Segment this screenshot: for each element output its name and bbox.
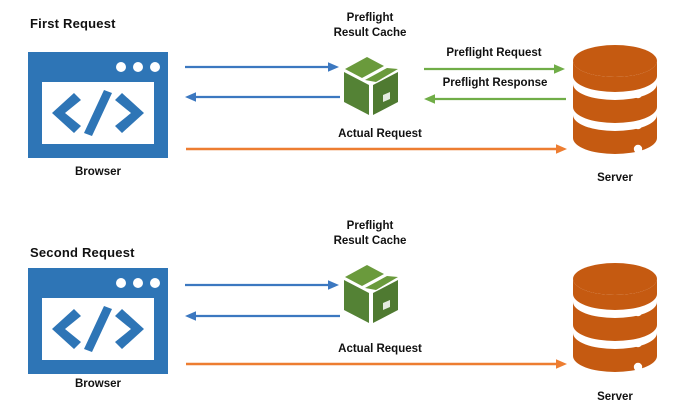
arrow-label-preflight-response: Preflight Response [442,77,548,89]
section-heading-second-request: Second Request [30,245,135,260]
arrow-preflight-request [424,62,566,80]
section-first-request: First Request Browser Preflight Result C… [28,11,658,184]
arrow-cache-to-browser [185,309,340,327]
database-cylinder-icon [572,262,658,382]
cache-title-line-1: Preflight [346,12,394,24]
package-box-icon [340,261,402,332]
server-label: Server [597,391,633,403]
browser-window-icon [28,268,168,379]
arrow-label-preflight-request: Preflight Request [446,47,542,59]
browser-label: Browser [74,166,122,178]
cache-title-line-1: Preflight [346,220,394,232]
arrow-label-actual-request: Actual Request [338,128,422,140]
arrow-browser-to-cache [185,278,340,296]
package-box-icon [340,53,402,124]
preflight-result-cache-title: Preflight Result Cache [310,11,430,41]
arrow-actual-request [186,357,568,375]
browser-label: Browser [74,378,122,390]
arrow-browser-to-cache [185,60,340,78]
database-cylinder-icon [572,44,658,164]
preflight-result-cache-title: Preflight Result Cache [310,219,430,249]
arrow-preflight-response [424,92,566,110]
cache-title-line-2: Result Cache [333,27,407,39]
section-second-request: Second Request Browser Preflight Result … [0,208,700,416]
arrow-cache-to-browser [185,90,340,108]
arrow-actual-request [186,142,568,160]
cache-title-line-2: Result Cache [333,235,407,247]
browser-window-icon [28,52,168,163]
arrow-label-actual-request: Actual Request [338,343,422,355]
server-label: Server [597,172,633,184]
section-heading-first-request: First Request [30,16,116,31]
